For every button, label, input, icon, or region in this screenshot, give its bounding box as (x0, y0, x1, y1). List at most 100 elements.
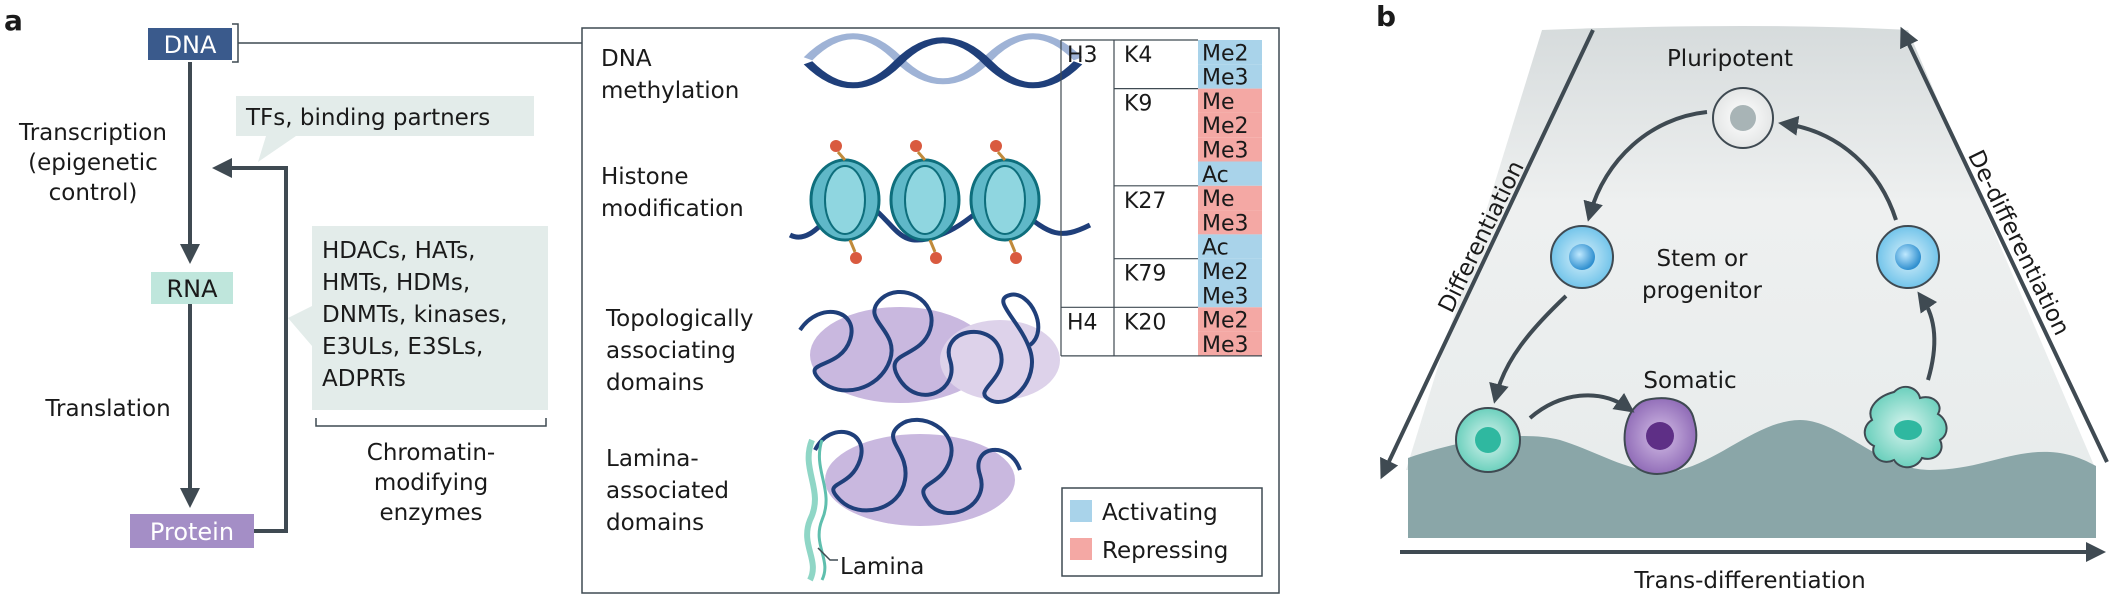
site-label: K9 (1124, 92, 1152, 117)
histone-label: H4 (1067, 310, 1098, 335)
legend-activating-label: Activating (1102, 500, 1218, 526)
transcription-label-3: control) (49, 180, 138, 206)
stem-cell-left (1550, 225, 1614, 289)
mark-cell (1198, 210, 1262, 235)
enzymes-label-3: enzymes (380, 500, 483, 526)
legend-activating-swatch (1070, 500, 1092, 522)
mark-cell (1198, 64, 1262, 89)
mech-tad-2: associating (606, 338, 736, 364)
protein-label: Protein (150, 518, 234, 546)
mark-label: Me (1202, 187, 1235, 212)
mark-cell (1198, 185, 1262, 211)
mark-cell (1198, 234, 1262, 259)
mark-label: Ac (1202, 236, 1229, 261)
stem-label-1: Stem or (1656, 246, 1748, 272)
mark-cell (1198, 331, 1262, 356)
stem-label-2: progenitor (1642, 278, 1762, 304)
mark-cell (1198, 258, 1262, 283)
lamina-leader (817, 547, 838, 561)
somatic-cell-irregular (1863, 385, 1948, 469)
somatic-cell-purple (1623, 397, 1698, 475)
transcription-label-1: Transcription (18, 120, 167, 146)
mark-label: Me2 (1202, 41, 1249, 66)
histone-marks-table: Me2Me3K4MeMe2Me3AcK9MeMe3AcK27Me2Me3K79H… (1060, 39, 1262, 358)
mech-tad-3: domains (606, 370, 704, 396)
mech-lad-2: associated (606, 478, 729, 504)
dedifferentiation-arrow (1900, 26, 2109, 463)
panel-b-label: b (1376, 0, 1396, 33)
pluripotent-to-stem-arrow (1583, 110, 1708, 222)
landscape-ground (1408, 420, 2096, 538)
histone-label: H3 (1067, 43, 1098, 68)
feedback-arrow (212, 158, 288, 533)
enzymes-callout (288, 226, 548, 410)
mark-cell (1198, 40, 1262, 65)
mark-label: Me2 (1202, 309, 1249, 334)
site-label: K27 (1124, 189, 1166, 214)
transdiff-arrow (1528, 392, 1635, 420)
legend-repressing-label: Repressing (1102, 538, 1228, 564)
somatic-label: Somatic (1643, 368, 1736, 394)
mech-histone-2: modification (601, 196, 744, 222)
differentiation-arrow (1380, 29, 1595, 480)
site-label: K4 (1124, 43, 1152, 68)
tfs-label: TFs, binding partners (245, 105, 490, 131)
enzymes-line-2: HMTs, HDMs, (322, 270, 470, 296)
mark-label: Me3 (1202, 211, 1249, 236)
mech-tad-1: Topologically (605, 306, 753, 332)
dna-box (148, 28, 232, 60)
dna-helix-icon (803, 33, 1083, 89)
mark-label: Me3 (1202, 139, 1249, 164)
mark-cell (1198, 137, 1262, 162)
enzymes-line-1: HDACs, HATs, (322, 238, 475, 264)
mech-dna-meth-2: methylation (601, 78, 739, 104)
enzymes-line-5: ADPRTs (322, 366, 406, 392)
mark-cell (1198, 112, 1262, 138)
tad-icon (798, 289, 1060, 404)
mark-label: Me3 (1202, 284, 1249, 309)
panel-a-label: a (4, 4, 23, 37)
rna-label: RNA (166, 275, 218, 303)
legend-repressing-swatch (1070, 538, 1092, 560)
mark-cell (1198, 161, 1262, 186)
legend-box (1061, 487, 1263, 577)
transdifferentiation-label: Trans-differentiation (1633, 568, 1865, 594)
enzymes-line-3: DNMTs, kinases, (322, 302, 507, 328)
site-label: K20 (1124, 310, 1166, 335)
dna-label: DNA (164, 31, 217, 59)
mark-label: Me3 (1202, 66, 1249, 91)
translation-label: Translation (44, 396, 170, 422)
mech-lad-1: Lamina- (606, 446, 699, 472)
tfs-callout (236, 96, 534, 162)
nucleosome-icon (788, 140, 1092, 264)
mark-label: Me2 (1202, 114, 1249, 139)
transcription-label-2: (epigenetic (28, 150, 158, 176)
dna-bracket (232, 23, 239, 63)
enzymes-line-4: E3ULs, E3SLs, (322, 334, 483, 360)
mark-label: Me2 (1202, 260, 1249, 285)
enzymes-label-2: modifying (374, 470, 488, 496)
protein-box (130, 514, 254, 548)
lad-icon (804, 418, 1022, 582)
stem-to-pluripotent-arrow (1778, 115, 1898, 221)
mark-label: Me3 (1202, 333, 1249, 358)
landscape-background (1406, 26, 2096, 470)
lamina-label: Lamina (840, 554, 924, 580)
mark-cell (1198, 88, 1262, 113)
dediff-to-stem-arrow (1917, 291, 1938, 381)
rna-box (151, 272, 233, 304)
mark-cell (1198, 283, 1262, 308)
mark-label: Ac (1202, 163, 1229, 188)
pluripotent-cell (1712, 87, 1774, 149)
mech-lad-3: domains (606, 510, 704, 536)
site-label: K79 (1124, 262, 1166, 287)
somatic-cell-teal (1455, 407, 1521, 473)
stem-to-somatic-arrow (1489, 294, 1568, 404)
enzymes-label-1: Chromatin- (367, 440, 495, 466)
mark-label: Me (1202, 90, 1235, 115)
pluripotent-label: Pluripotent (1667, 46, 1793, 72)
mech-dna-meth-1: DNA (601, 46, 652, 72)
mech-histone-1: Histone (601, 164, 689, 190)
mark-cell (1198, 307, 1262, 332)
